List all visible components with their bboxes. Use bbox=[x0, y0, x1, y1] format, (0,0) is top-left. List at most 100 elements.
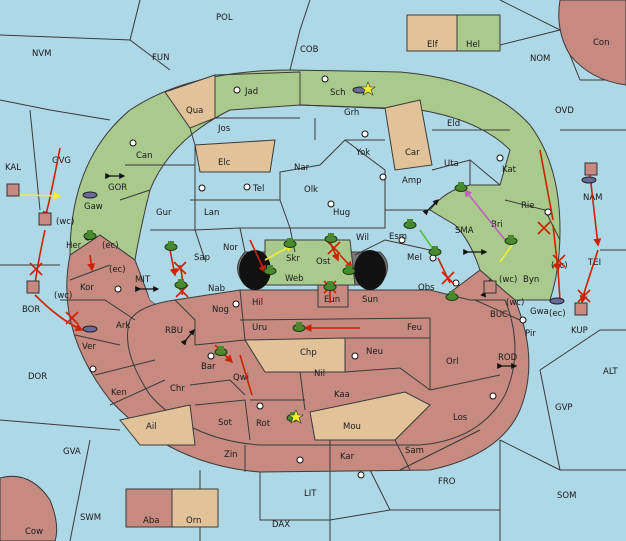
province-cow-island[interactable] bbox=[0, 475, 58, 541]
legend-neutral-top-label: Elf bbox=[427, 40, 439, 50]
tank-icon[interactable] bbox=[445, 291, 459, 301]
supply-centers bbox=[84, 40, 552, 500]
retreat-marker-icon[interactable] bbox=[483, 280, 497, 294]
sea-label: ALT bbox=[603, 367, 618, 377]
province-label: Esm bbox=[389, 232, 407, 242]
province-label: Sam bbox=[405, 446, 424, 456]
sea-label: GVP bbox=[555, 403, 573, 413]
province-label: Skr bbox=[286, 254, 300, 264]
province-elc[interactable] bbox=[194, 139, 276, 173]
province-label: Can bbox=[136, 151, 153, 161]
sea-label: KUP bbox=[571, 326, 588, 336]
province-label: Ark bbox=[116, 321, 130, 331]
sea-label: DAX bbox=[272, 520, 290, 530]
sea-label: NOM bbox=[530, 54, 550, 64]
province-label: Olk bbox=[304, 185, 318, 195]
province-ail[interactable] bbox=[119, 404, 196, 446]
province-label: Mou bbox=[343, 422, 361, 432]
province-label: Eun bbox=[324, 295, 340, 305]
province-label: Hug bbox=[333, 208, 350, 218]
coast-label: (wc) bbox=[506, 298, 524, 308]
province-label: Nab bbox=[208, 284, 225, 294]
province-label: Sap bbox=[194, 253, 210, 263]
province-label: Los bbox=[453, 413, 468, 423]
province-label: Byn bbox=[523, 275, 539, 285]
capital-stars bbox=[288, 81, 376, 424]
province-label: Gaw bbox=[84, 202, 103, 212]
red-province-labels: Her Kor Ver Ark Ken Nab Hil Nog Uru Feu … bbox=[66, 241, 549, 462]
retreat-marker-icon[interactable] bbox=[38, 212, 52, 226]
province-label: Sun bbox=[362, 295, 378, 305]
province-label: Gwa bbox=[530, 307, 549, 317]
province-label: Grh bbox=[344, 108, 359, 118]
province-label: Kaa bbox=[334, 390, 350, 400]
province-con-island[interactable] bbox=[558, 0, 626, 86]
tank-icon[interactable] bbox=[174, 279, 188, 289]
sea-label: SWM bbox=[80, 513, 101, 523]
tank-icon[interactable] bbox=[214, 346, 228, 356]
ship-icon[interactable] bbox=[82, 191, 98, 199]
coast-label: (ec) bbox=[549, 309, 566, 319]
province-label: Wil bbox=[356, 233, 369, 243]
province-label: Feu bbox=[407, 323, 422, 333]
retreat-marker-icon[interactable] bbox=[574, 302, 588, 316]
sea-label: SOM bbox=[557, 491, 576, 501]
tank-icon[interactable] bbox=[263, 265, 277, 275]
province-label: Ail bbox=[146, 422, 157, 432]
province-label: Jad bbox=[244, 87, 258, 97]
sea-label: OVD bbox=[555, 106, 574, 116]
ship-icon[interactable] bbox=[549, 297, 565, 305]
province-label: Bri bbox=[491, 220, 503, 230]
tank-icon[interactable] bbox=[403, 219, 417, 229]
tank-icon[interactable] bbox=[83, 230, 97, 240]
province-label: Gur bbox=[156, 208, 172, 218]
province-label: Tel bbox=[252, 184, 264, 194]
sea-label: BUC bbox=[490, 310, 508, 320]
legend-green-label: Hel bbox=[466, 40, 480, 50]
black-oval-left bbox=[239, 250, 271, 290]
tank-icon[interactable] bbox=[428, 246, 442, 256]
province-car[interactable] bbox=[384, 99, 433, 171]
tank-icon[interactable] bbox=[164, 241, 178, 251]
province-label: Nar bbox=[294, 163, 310, 173]
province-mou[interactable] bbox=[309, 391, 431, 441]
tank-icon[interactable] bbox=[283, 238, 297, 248]
legend-red-label: Aba bbox=[143, 516, 159, 526]
tank-icon[interactable] bbox=[504, 235, 518, 245]
sea-label: NVM bbox=[32, 49, 52, 59]
province-label: Rie bbox=[521, 201, 535, 211]
province-label: Elc bbox=[218, 158, 231, 168]
tank-icon[interactable] bbox=[454, 182, 468, 192]
red-internal-borders bbox=[60, 264, 521, 472]
province-label: Ver bbox=[82, 342, 96, 352]
sea-label: Con bbox=[593, 38, 610, 48]
retreat-marker-icon[interactable] bbox=[6, 183, 20, 197]
ship-icon[interactable] bbox=[581, 176, 597, 184]
retreat-marker-icon[interactable] bbox=[584, 162, 598, 176]
neutral-province-labels: Qua Car Chp Mou Ail bbox=[146, 106, 420, 432]
province-label: Her bbox=[66, 241, 82, 251]
star-icon bbox=[288, 409, 304, 424]
province-label: Uru bbox=[252, 323, 267, 333]
sea-label: ROD bbox=[498, 353, 518, 363]
province-label: Jos bbox=[217, 124, 231, 134]
legend-bottom: Aba Orn bbox=[125, 488, 219, 528]
sea-label: FRO bbox=[438, 477, 456, 487]
tank-icon[interactable] bbox=[292, 322, 306, 332]
tank-icon[interactable] bbox=[342, 265, 356, 275]
coast-label: (wc) bbox=[499, 275, 517, 285]
retreat-marker-icon[interactable] bbox=[26, 280, 40, 294]
sea-label: BOR bbox=[22, 305, 40, 315]
tank-icon[interactable] bbox=[324, 233, 338, 243]
province-label: Pir bbox=[525, 329, 536, 339]
ship-icon[interactable] bbox=[82, 325, 98, 333]
legend-neutral-bottom-label: Orn bbox=[186, 516, 201, 526]
province-label: Ost bbox=[316, 257, 331, 267]
sea-label: GVA bbox=[63, 447, 81, 457]
province-label: Bar bbox=[201, 362, 216, 372]
province-label: Sot bbox=[218, 418, 233, 428]
tank-icon[interactable] bbox=[323, 281, 337, 291]
province-label: Uta bbox=[444, 159, 459, 169]
